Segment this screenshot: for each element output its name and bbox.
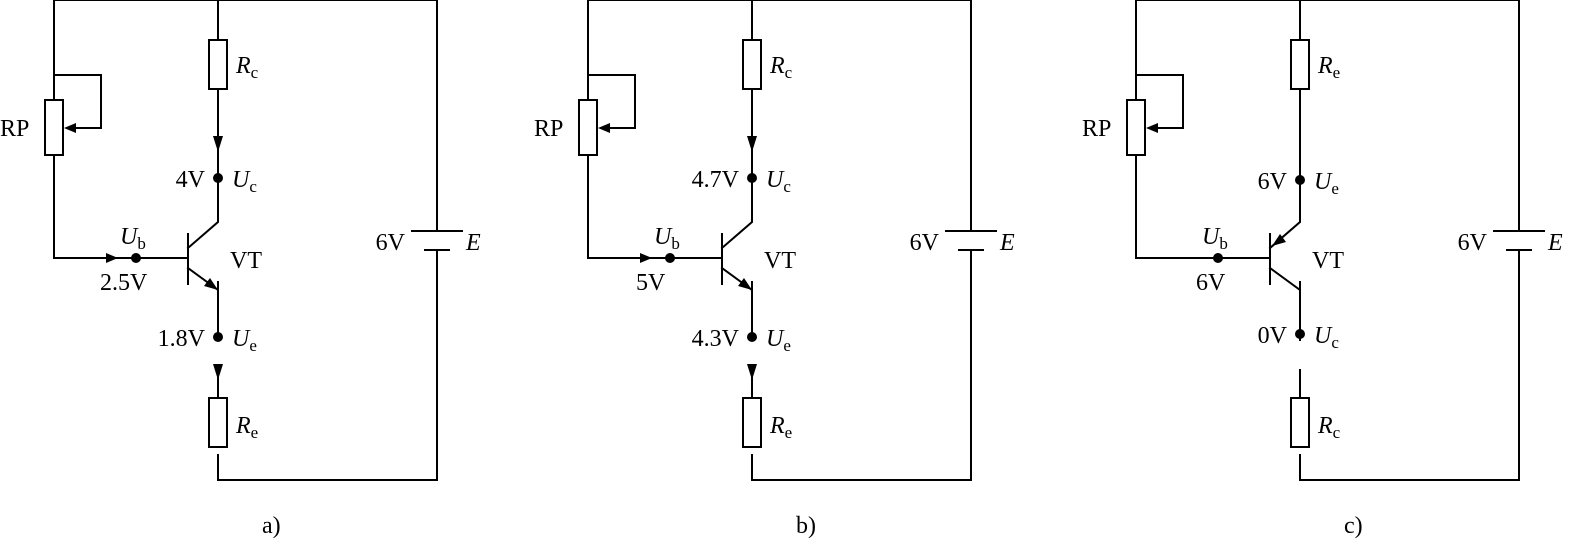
label-rp: RP (534, 116, 563, 142)
top-resistor (1290, 39, 1310, 90)
node-base (131, 253, 141, 263)
transistor-vt (117, 201, 219, 341)
bottom-resistor (742, 397, 762, 448)
label-battery-voltage: 6V (910, 230, 940, 256)
circuit-panel-b: RP Rc 4.7V Uc Ub 5V VT 4.3V Ue Re 6V E b… (534, 0, 1015, 539)
potentiometer-wiper-loop (587, 74, 636, 129)
label-base-voltage: 6V (1196, 270, 1226, 296)
potentiometer-rp (578, 99, 598, 156)
transistor-emitter-arrow (204, 278, 218, 290)
label-battery-voltage: 6V (1458, 230, 1488, 256)
label-rp: RP (0, 116, 29, 142)
potentiometer-wiper-arrow (1146, 123, 1158, 133)
label-top-resistor: Rc (235, 53, 259, 82)
collector-current-arrow (213, 136, 223, 152)
label-top-voltage: 6V (1258, 169, 1288, 195)
label-battery-voltage: 6V (376, 230, 406, 256)
label-bottom-resistor: Re (235, 413, 258, 442)
label-bottom-voltage: 4.3V (692, 326, 740, 352)
transistor-emitter-arrow (1272, 234, 1286, 246)
potentiometer-wiper-arrow (598, 123, 610, 133)
node-base (665, 253, 675, 263)
label-top-resistor: Re (1317, 53, 1340, 82)
label-transistor: VT (1312, 248, 1344, 274)
base-input-arrow (106, 253, 118, 263)
label-top-node: Uc (766, 167, 791, 196)
label-top-voltage: 4V (176, 167, 206, 193)
node-bottom (747, 332, 757, 342)
potentiometer-wiper-arrow (64, 123, 76, 133)
label-base-voltage: 2.5V (100, 270, 148, 296)
label-battery: E (465, 230, 481, 256)
label-base-node: Ub (1202, 224, 1228, 253)
node-top (213, 173, 223, 183)
label-bottom-node: Ue (766, 326, 791, 355)
top-resistor (208, 39, 228, 90)
label-base-node: Ub (654, 224, 680, 253)
potentiometer-rp (1126, 99, 1146, 156)
circuit-panel-c: RP Re 6V Ue Ub 6V VT 0V Uc Rc 6V E c) (1082, 0, 1563, 539)
label-top-voltage: 4.7V (692, 167, 740, 193)
label-battery: E (1547, 230, 1563, 256)
node-top (1295, 175, 1305, 185)
label-top-node: Uc (232, 167, 257, 196)
transistor-emitter-arrow (738, 278, 752, 290)
label-bottom-voltage: 1.8V (158, 326, 206, 352)
potentiometer-rp (44, 99, 64, 156)
label-bottom-resistor: Re (769, 413, 792, 442)
potentiometer-wiper-loop (53, 74, 102, 129)
node-bottom (1295, 329, 1305, 339)
label-top-resistor: Rc (769, 53, 793, 82)
emitter-current-arrow (747, 364, 757, 380)
label-base-voltage: 5V (636, 270, 666, 296)
transistor-vt (1199, 201, 1301, 341)
transistor-vt (651, 201, 753, 341)
panel-caption: a) (262, 513, 281, 539)
label-bottom-node: Uc (1314, 323, 1339, 352)
label-bottom-node: Ue (232, 326, 257, 355)
bottom-resistor (1290, 397, 1310, 448)
potentiometer-wiper-loop (1135, 74, 1184, 129)
node-base (1213, 253, 1223, 263)
label-rp: RP (1082, 116, 1111, 142)
bottom-resistor (208, 397, 228, 448)
circuit-panel-a: RP Rc 4V Uc Ub 2.5V VT 1.8V Ue Re 6V E a… (0, 0, 481, 539)
node-bottom (213, 332, 223, 342)
emitter-current-arrow (213, 364, 223, 380)
panel-caption: c) (1344, 513, 1363, 539)
label-base-node: Ub (120, 224, 146, 253)
label-top-node: Ue (1314, 169, 1339, 198)
label-bottom-resistor: Rc (1317, 413, 1341, 442)
label-transistor: VT (230, 248, 262, 274)
base-input-arrow (640, 253, 652, 263)
panel-caption: b) (796, 513, 816, 539)
label-battery: E (999, 230, 1015, 256)
top-resistor (742, 39, 762, 90)
label-bottom-voltage: 0V (1258, 323, 1288, 349)
label-transistor: VT (764, 248, 796, 274)
collector-current-arrow (747, 136, 757, 152)
node-top (747, 173, 757, 183)
